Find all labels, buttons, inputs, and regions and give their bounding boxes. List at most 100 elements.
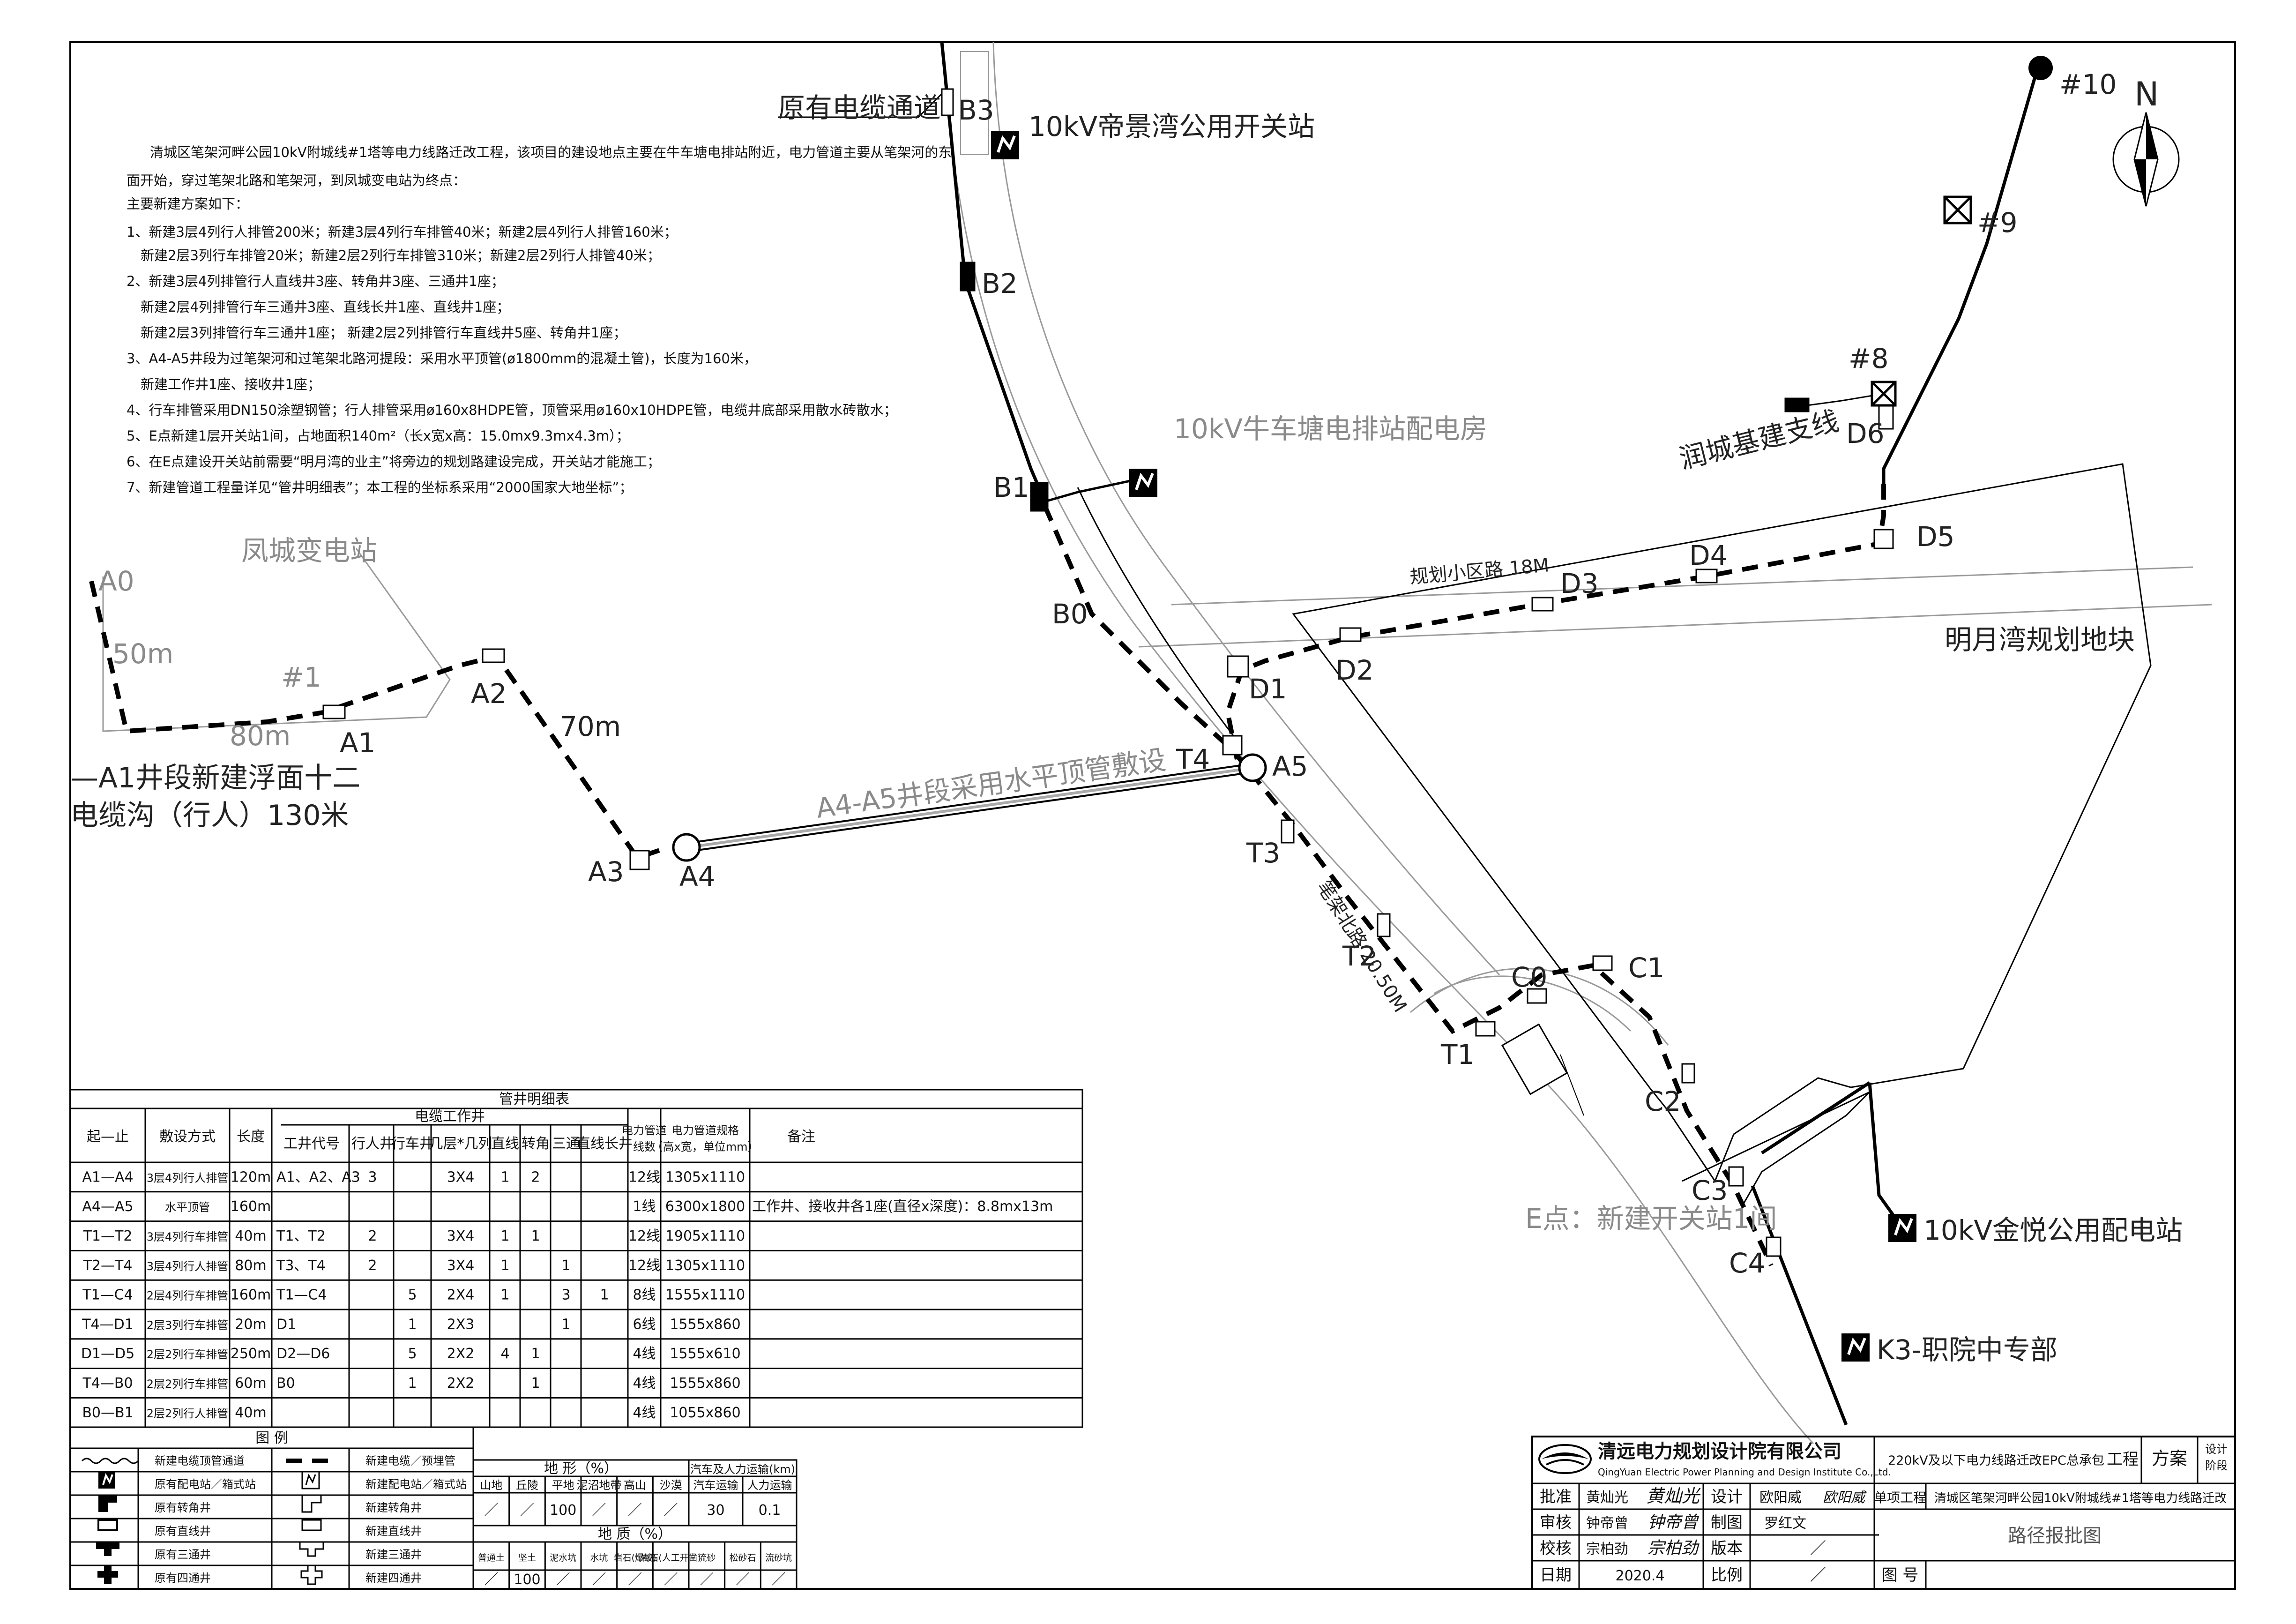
niuche-station-icon: [1129, 469, 1157, 497]
table-cell-note: 工作井、接收井各1座(直径x深度)：8.8mx13m: [752, 1198, 1053, 1215]
table-cell-seg: D1—D5: [81, 1346, 134, 1362]
geology-col: 泥水坑: [550, 1553, 576, 1563]
label-t3: T3: [1246, 837, 1280, 869]
new-straight-well-icon: [301, 1519, 322, 1531]
note-line: 新建2层3列行车排管20米；新建2层2列行车排管310米；新建2层2列行人排管4…: [141, 247, 661, 263]
table-cell-layers: 2X4: [447, 1287, 475, 1303]
table-cell-spec: 1305x1110: [665, 1257, 745, 1274]
label-a1-segment-2: 电缆沟（行人）130米: [70, 799, 349, 832]
design-stage-label: 阶段: [2205, 1459, 2228, 1472]
table-cell-corner: 1: [531, 1228, 540, 1244]
table-cell-code: T1—C4: [276, 1287, 327, 1303]
design-stage-label: 设计: [2205, 1443, 2228, 1456]
table-cell-straight: 1: [500, 1228, 509, 1244]
legend-label-left: 原有四通井: [155, 1572, 211, 1585]
table-cell-straight: 4: [500, 1346, 509, 1362]
legend-label-left: 原有配电站／箱式站: [155, 1478, 256, 1491]
table-cell-long: 1: [600, 1287, 609, 1303]
scale-value: ／: [1810, 1566, 1826, 1585]
geology-col: 松砂石: [729, 1553, 756, 1563]
table-header: 起—止: [87, 1129, 129, 1145]
label-jinyue-station: 10kV金悦公用配电站: [1923, 1214, 2183, 1246]
new-station-symbol-icon: [301, 1471, 320, 1489]
table-header: 长度: [237, 1129, 265, 1145]
drawing-date: 2020.4: [1616, 1568, 1665, 1584]
tb-label: 单项工程: [1874, 1490, 1926, 1505]
table-cell-len: 20m: [235, 1316, 266, 1332]
table-cell-corner: 1: [531, 1375, 540, 1392]
geology-col: 岩石(人工开凿): [641, 1553, 701, 1563]
label-c0: C0: [1511, 961, 1547, 993]
table-cell-method: 2层2列行车排管: [147, 1377, 229, 1391]
tower-markers: [1871, 56, 2053, 407]
terrain-value: ／: [484, 1502, 498, 1519]
label-a2: A2: [471, 678, 507, 710]
label-mingyue-parcel: 明月湾规划地块: [1945, 624, 2135, 656]
table-cell-layers: 3X4: [447, 1169, 475, 1185]
label-orig-channel: 原有电缆通道: [778, 92, 941, 124]
table-cell-method: 3层4列行人排管: [147, 1171, 229, 1184]
geology-value: ／: [664, 1572, 678, 1588]
existing-corner-well-icon: [98, 1495, 117, 1512]
table-cell-code: D2—D6: [276, 1346, 330, 1362]
table-header: 电力管道: [622, 1124, 667, 1137]
table-cell-layers: 3X4: [447, 1257, 475, 1274]
drawing-frame: [69, 41, 2236, 1590]
table-cell-count: 12线: [628, 1257, 660, 1274]
table-cell-seg: T4—B0: [82, 1375, 133, 1392]
table-cell-method: 水平顶管: [165, 1201, 210, 1214]
table-title: 管井明细表: [499, 1091, 569, 1108]
table-cell-count: 8线: [633, 1287, 656, 1303]
table-cell-code: A1、A2、A3: [276, 1169, 360, 1185]
terrain-geology-table: 地 形（%） 汽车及人力运输(km) 地 质（%） 山地／丘陵／平地100泥沼地…: [472, 1459, 798, 1590]
legend-label-left: 原有转角井: [155, 1501, 211, 1514]
table-cell-car: 5: [408, 1346, 417, 1362]
label-a0: A0: [98, 565, 134, 597]
table-cell-walk: 3: [368, 1169, 377, 1185]
label-dist70: 70m: [560, 711, 621, 742]
label-bijia-road: 笔架北路 20.50M: [1313, 877, 1411, 1016]
project-group: 220kV及以下电力线路迁改EPC总承包: [1888, 1453, 2104, 1468]
road-lines: [102, 42, 2212, 1444]
table-cell-count: 6线: [633, 1316, 656, 1332]
table-header: 工井代号: [283, 1136, 340, 1152]
table-header: 行车井: [391, 1136, 433, 1152]
label-p9: #9: [1977, 207, 2018, 239]
geology-value: ／: [592, 1572, 606, 1588]
table-cell-straight: 1: [500, 1287, 509, 1303]
geology-value: ／: [556, 1572, 570, 1588]
tb-label: 批准: [1540, 1488, 1572, 1506]
label-dist50: 50m: [112, 638, 173, 670]
label-b3: B3: [958, 94, 994, 126]
reviewer-name: 钟帝曾: [1586, 1515, 1628, 1532]
label-d5: D5: [1916, 521, 1955, 553]
label-planned-road: 规划小区路 18M: [1409, 554, 1550, 588]
label-p8: #8: [1849, 343, 1889, 374]
geology-col: 水坑: [590, 1553, 608, 1563]
table-cell-walk: 2: [368, 1257, 377, 1274]
table-header: 直线: [491, 1136, 519, 1152]
dijing-station-icon: [991, 131, 1019, 159]
note-line: 2、新建3层4列排管行人直线井3座、转角井3座、三通井1座；: [127, 273, 505, 289]
table-cell-spec: 1055x860: [670, 1405, 740, 1421]
table-cell-car: 5: [408, 1287, 417, 1303]
table-cell-spec: 1555x610: [670, 1346, 740, 1362]
table-cell-straight: 1: [500, 1169, 509, 1185]
station-icons: [991, 131, 1916, 1362]
tb-label: 比例: [1711, 1566, 1743, 1585]
geology-value: ／: [772, 1572, 786, 1588]
note-line: 面开始，穿过笔架北路和笔架河，到凤城变电站为终点：: [127, 172, 466, 188]
table-cell-seg: A1—A4: [82, 1169, 133, 1185]
table-header: 备注: [787, 1129, 815, 1145]
note-line: 主要新建方案如下：: [127, 196, 249, 212]
table-cell-len: 40m: [235, 1405, 266, 1421]
label-fengcheng-substation: 凤城变电站: [241, 535, 377, 567]
table-cell-count: 1线: [633, 1198, 656, 1215]
label-runcheng-branch: 润城基建支线: [1676, 404, 1842, 475]
table-cell-spec: 1555x1110: [665, 1287, 745, 1303]
legend-title: 图 例: [255, 1430, 288, 1446]
existing-station-symbol-icon: [98, 1472, 115, 1489]
